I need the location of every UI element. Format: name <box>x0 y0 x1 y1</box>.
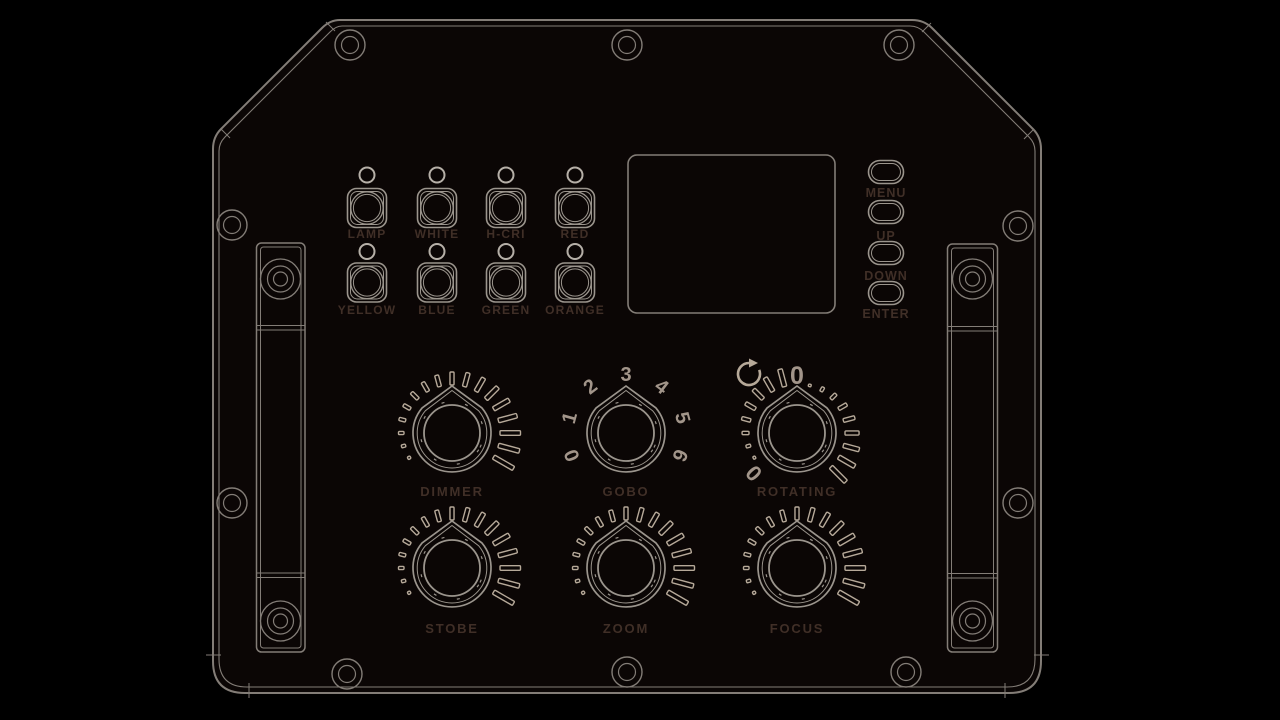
enter-button-label: ENTER <box>862 307 910 321</box>
down-button-label: DOWN <box>864 269 908 283</box>
panel-outline <box>206 19 1049 698</box>
focus-knob-label: FOCUS <box>769 621 825 636</box>
rotating-knob-ticks-right <box>807 383 861 484</box>
strobe-knob-label: STOBE <box>425 621 479 636</box>
handle-rail-left <box>255 242 306 653</box>
focus-knob-ticks <box>742 506 867 606</box>
svg-text:1: 1 <box>558 410 582 426</box>
up-button-label: UP <box>876 229 896 243</box>
handle-rail-right <box>946 243 999 653</box>
gobo-knob-label: GOBO <box>602 484 650 499</box>
lcd-display <box>627 154 836 314</box>
focus-knob[interactable] <box>742 506 867 613</box>
h-cri-button-label: H-CRI <box>486 227 526 241</box>
rotating-zero-top: 0 <box>790 362 804 390</box>
zoom-knob-ticks <box>571 506 696 606</box>
lamp-button-label: LAMP <box>347 227 387 241</box>
svg-text:5: 5 <box>670 410 694 426</box>
strobe-knob-ticks <box>397 506 522 606</box>
dimmer-knob[interactable] <box>397 371 522 478</box>
svg-text:3: 3 <box>620 364 631 386</box>
blue-button-label: BLUE <box>418 303 456 317</box>
strobe-knob[interactable] <box>397 506 522 613</box>
rotating-knob-label: ROTATING <box>756 484 838 499</box>
menu-button-label: MENU <box>865 186 907 200</box>
white-button-label: WHITE <box>414 227 460 241</box>
zoom-knob[interactable] <box>571 506 696 613</box>
rotating-knob-ticks-left <box>740 368 788 460</box>
orange-button-label: ORANGE <box>545 303 605 317</box>
green-button-label: GREEN <box>481 303 531 317</box>
zoom-knob-label: ZOOM <box>602 621 650 636</box>
dimmer-knob-label: DIMMER <box>420 484 484 499</box>
yellow-button-label: YELLOW <box>337 303 397 317</box>
dimmer-knob-ticks <box>397 371 522 471</box>
red-button-label: RED <box>560 227 590 241</box>
